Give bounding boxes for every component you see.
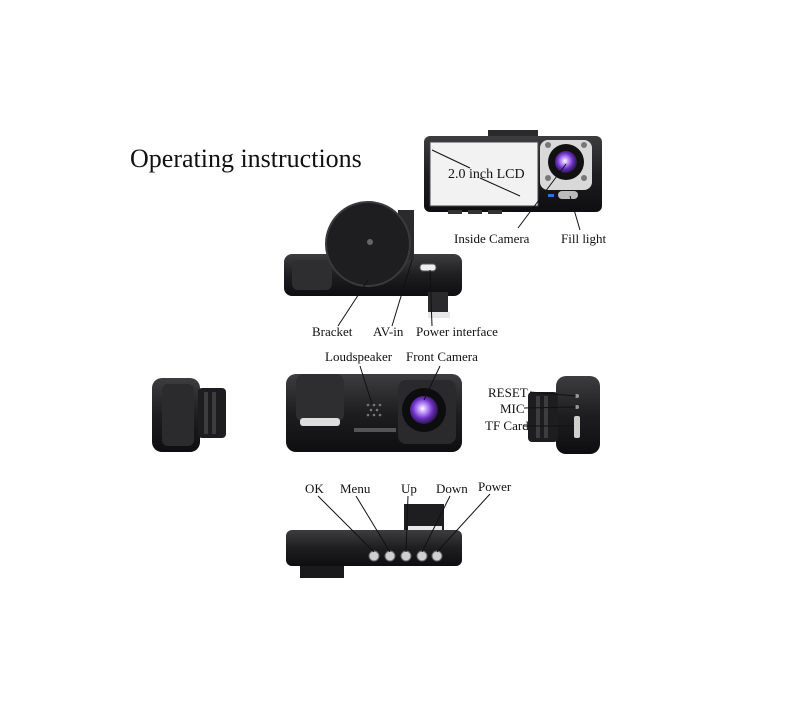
label-up: Up xyxy=(401,481,417,496)
down-button xyxy=(416,550,428,562)
label-tf-card: TF Card xyxy=(485,418,529,433)
label-bracket: Bracket xyxy=(312,324,353,339)
menu-button xyxy=(384,550,396,562)
label-fill-light: Fill light xyxy=(561,231,607,246)
label-lcd: 2.0 inch LCD xyxy=(448,167,525,182)
right-side-device xyxy=(528,376,600,454)
reset-hole xyxy=(575,394,579,398)
side-view-device xyxy=(284,201,462,318)
tf-card-slot xyxy=(574,416,580,438)
lcd-screen xyxy=(429,141,539,207)
ok-button xyxy=(368,550,380,562)
power-button xyxy=(431,550,443,562)
loudspeaker-grille xyxy=(366,403,382,417)
label-power: Power xyxy=(478,479,512,494)
label-power-interface: Power interface xyxy=(416,324,498,339)
label-front-camera: Front Camera xyxy=(406,349,478,364)
rear-view-device xyxy=(424,130,602,214)
top-view-device xyxy=(286,504,462,578)
front-view-device xyxy=(286,374,462,452)
label-reset: RESET xyxy=(488,385,528,400)
label-menu: Menu xyxy=(340,481,371,496)
label-loudspeaker: Loudspeaker xyxy=(325,349,393,364)
label-ok: OK xyxy=(305,481,324,496)
left-side-device xyxy=(152,378,226,452)
up-button xyxy=(400,550,412,562)
leader-lines xyxy=(317,149,581,553)
label-av-in: AV-in xyxy=(373,324,404,339)
label-mic: MIC xyxy=(500,401,525,416)
label-down: Down xyxy=(436,481,468,496)
label-inside-camera: Inside Camera xyxy=(454,231,530,246)
mic-hole xyxy=(575,405,579,409)
page-title: Operating instructions xyxy=(130,144,362,173)
fill-light xyxy=(558,191,578,199)
